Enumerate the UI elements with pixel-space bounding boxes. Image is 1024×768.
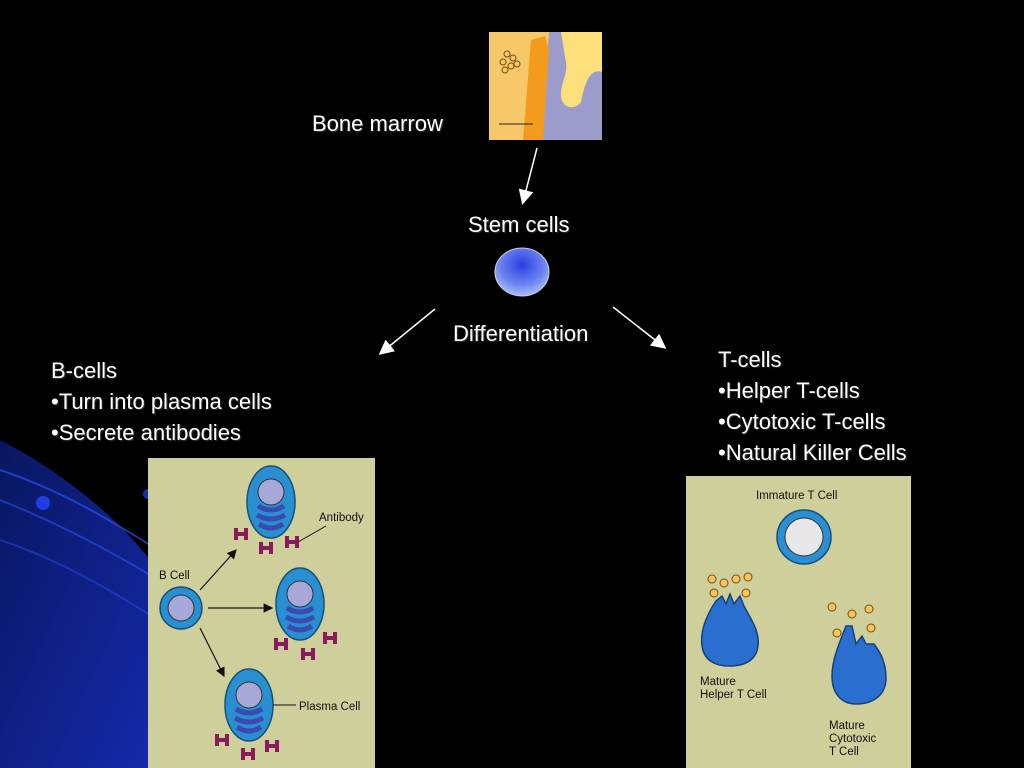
stem-cell xyxy=(494,247,550,297)
helper-t-cell xyxy=(707,572,753,598)
differentiation-label: Differentiation xyxy=(453,321,589,346)
b-cells-list: B-cells •Turn into plasma cells •Secrete… xyxy=(51,355,272,448)
immature-t-cell-label: Immature T Cell xyxy=(756,490,837,502)
plasma-cell xyxy=(276,568,324,640)
t-cells-list: T-cells •Helper T-cells •Cytotoxic T-cel… xyxy=(718,344,907,468)
arrow-to-b-cells xyxy=(378,308,436,355)
t-cells-item: •Helper T-cells xyxy=(718,378,860,403)
t-cells-item: •Natural Killer Cells xyxy=(718,440,907,465)
arrow-to-t-cells xyxy=(612,306,667,349)
plasma-cell xyxy=(225,669,273,741)
helper-label-line1: Mature xyxy=(700,676,736,688)
b-cells-item: •Secrete antibodies xyxy=(51,420,241,445)
plasma-cell xyxy=(247,466,295,538)
t-cell-figure: Immature T Cell Mature Helper T Cell Mat… xyxy=(686,476,911,768)
b-cell-label: B Cell xyxy=(159,570,190,582)
cytotoxic-t-cell xyxy=(827,602,876,638)
cyto-label-line1: Mature xyxy=(829,720,865,732)
bone-marrow-label: Bone marrow xyxy=(312,111,443,136)
t-cells-heading: T-cells xyxy=(718,347,782,372)
bone-marrow-image xyxy=(489,32,602,140)
b-cells-heading: B-cells xyxy=(51,358,118,383)
arrow-bone-to-stem xyxy=(518,147,538,205)
b-cells-item: •Turn into plasma cells xyxy=(51,389,272,414)
plasma-cell-label: Plasma Cell xyxy=(299,701,360,713)
cyto-label-line2: Cytotoxic xyxy=(829,733,877,745)
cyto-label-line3: T Cell xyxy=(829,746,859,758)
b-cell-figure: B Cell Antibody Plasma Cell xyxy=(148,458,375,768)
antibody-label: Antibody xyxy=(319,512,364,524)
helper-label-line2: Helper T Cell xyxy=(700,689,767,701)
stem-cells-label: Stem cells xyxy=(468,212,570,237)
flow-arrows xyxy=(378,147,667,355)
t-cells-item: •Cytotoxic T-cells xyxy=(718,409,886,434)
